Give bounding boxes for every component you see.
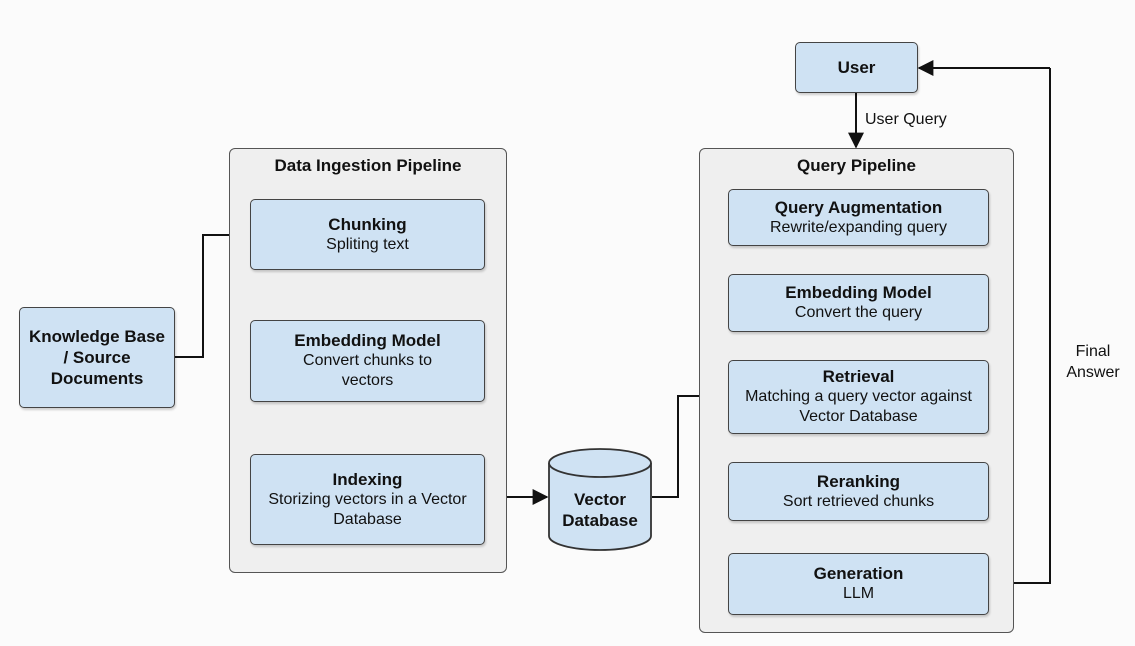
chunking-subtitle: Spliting text — [326, 235, 409, 253]
user-box: User — [795, 42, 918, 93]
indexing-box: Indexing Storizing vectors in a Vector D… — [250, 454, 485, 545]
reranking-subtitle: Sort retrieved chunks — [782, 492, 935, 510]
final-answer-label: Final Answer — [1058, 341, 1128, 383]
knowledge-base-title: Knowledge Base / Source Documents — [28, 327, 166, 388]
indexing-subtitle: Storizing vectors in a Vector Database — [268, 490, 467, 528]
vector-database-label: Vector Database — [562, 490, 638, 530]
arrow-knowledge-to-chunking — [174, 227, 251, 358]
ingestion-pipeline-title: Data Ingestion Pipeline — [274, 156, 462, 175]
query-embedding-box: Embedding Model Convert the query — [728, 274, 989, 332]
chunking-title: Chunking — [328, 214, 407, 234]
reranking-box: Reranking Sort retrieved chunks — [728, 462, 989, 521]
chunking-box: Chunking Spliting text — [250, 199, 485, 270]
knowledge-base-box: Knowledge Base / Source Documents — [19, 307, 175, 408]
generation-box: Generation LLM — [728, 553, 989, 615]
generation-title: Generation — [813, 564, 904, 583]
user-query-label: User Query — [865, 111, 947, 128]
query-embedding-subtitle: Convert the query — [794, 304, 923, 321]
query-augmentation-title: Query Augmentation — [774, 197, 943, 217]
ingestion-embedding-title: Embedding Model — [294, 331, 441, 350]
query-pipeline-title: Query Pipeline — [796, 156, 917, 175]
generation-subtitle: LLM — [842, 585, 875, 602]
retrieval-box: Retrieval Matching a query vector agains… — [728, 360, 989, 434]
query-embedding-title: Embedding Model — [785, 283, 932, 302]
ingestion-embedding-box: Embedding Model Convert chunks to vector… — [250, 320, 485, 402]
retrieval-title: Retrieval — [822, 367, 895, 386]
retrieval-subtitle: Matching a query vector against Vector D… — [745, 388, 972, 425]
query-augmentation-subtitle: Rewrite/expanding query — [770, 218, 947, 236]
ingestion-embedding-subtitle: Convert chunks to vectors — [303, 352, 432, 389]
indexing-title: Indexing — [332, 469, 403, 489]
reranking-title: Reranking — [816, 471, 901, 491]
user-title: User — [837, 57, 876, 77]
query-augmentation-box: Query Augmentation Rewrite/expanding que… — [728, 189, 989, 246]
vector-database-cylinder — [548, 448, 652, 551]
